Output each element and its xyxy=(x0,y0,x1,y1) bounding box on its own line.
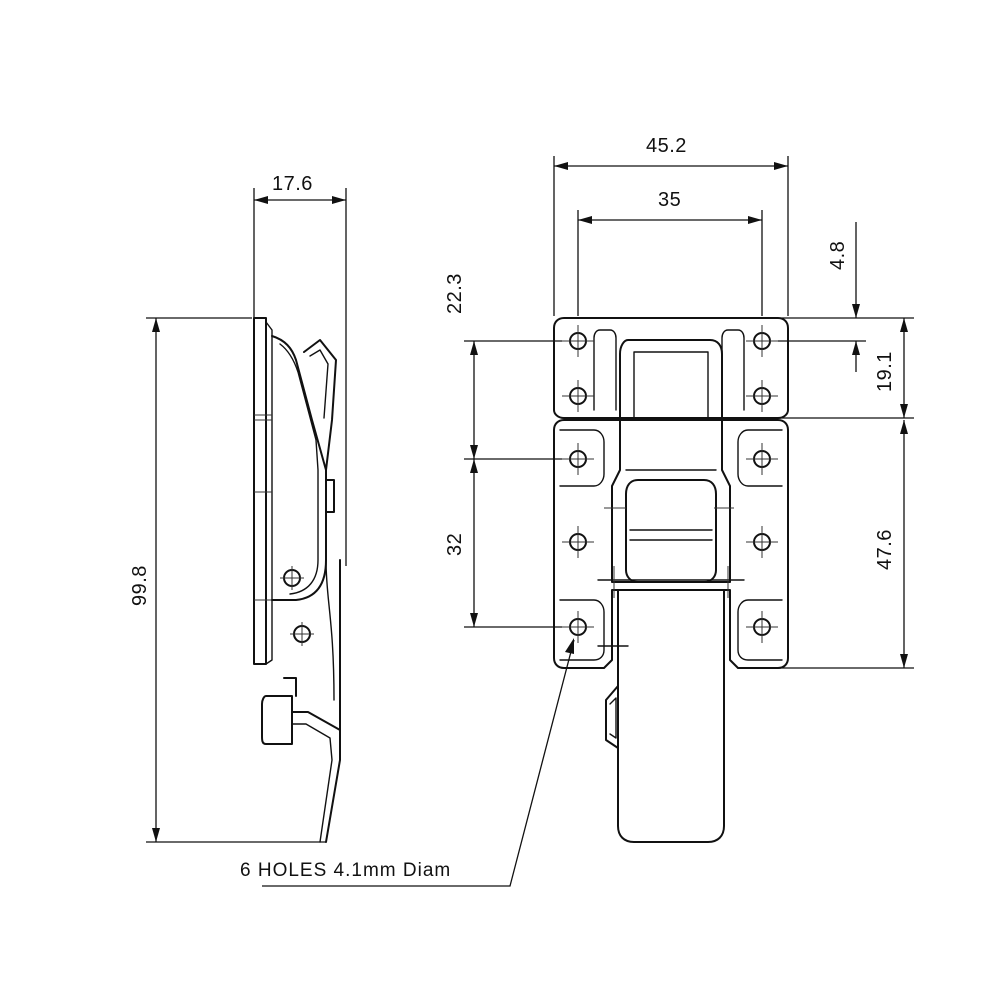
label-lower-plate-height: 47.6 xyxy=(874,529,896,570)
arrow-left xyxy=(254,196,268,204)
callout-arrow xyxy=(565,638,574,654)
arrow-top xyxy=(470,341,478,355)
arrow-top xyxy=(900,420,908,434)
label-total-width: 45.2 xyxy=(646,135,687,157)
side-hook-tip xyxy=(303,339,337,471)
hole-bottom-left xyxy=(562,611,594,643)
label-overall-height: 99.8 xyxy=(129,565,151,606)
arrow-mid-up xyxy=(470,445,478,459)
dimension-side-width: 17.6 xyxy=(253,173,347,566)
arrow-bottom xyxy=(470,613,478,627)
dimension-total-width: 45.2 xyxy=(553,135,789,316)
strap-catch xyxy=(605,685,619,749)
side-strap xyxy=(291,711,341,843)
upper-left-slot xyxy=(593,329,617,411)
dimension-top-margin: 4.8 xyxy=(827,222,860,372)
hook-crossbar xyxy=(625,417,717,471)
arrow-left xyxy=(578,216,592,224)
roller xyxy=(625,479,717,583)
label-top-margin: 4.8 xyxy=(827,241,849,270)
arrow-right xyxy=(774,162,788,170)
side-plate-inner-line xyxy=(265,321,273,665)
side-lever-inner xyxy=(279,343,319,595)
dimension-upper-plate-height: 19.1 xyxy=(778,317,914,419)
label-top-hole-offset: 22.3 xyxy=(444,273,466,314)
bottom-right-tab-outline xyxy=(737,599,783,661)
upper-plate xyxy=(553,317,789,419)
side-view xyxy=(253,317,341,843)
hole-bottom-right xyxy=(746,611,778,643)
arrow-top xyxy=(152,318,160,332)
label-upper-plate-height: 19.1 xyxy=(874,351,896,392)
bottom-left-tab-outline xyxy=(559,599,605,661)
holes-callout-text: 6 HOLES 4.1mm Diam xyxy=(240,860,451,881)
hole-upper-right-2 xyxy=(746,380,778,412)
label-hole-spacing-width: 35 xyxy=(658,189,681,211)
side-catch-block xyxy=(325,479,335,513)
callout-leader xyxy=(262,639,575,887)
dimension-overall-height: 99.8 xyxy=(129,317,326,843)
strap-catch-inner xyxy=(609,697,617,739)
arrow-bottom xyxy=(900,404,908,418)
holes-callout: 6 HOLES 4.1mm Diam xyxy=(240,638,575,887)
hole-mid-right xyxy=(746,443,778,475)
roller-lines xyxy=(629,529,713,541)
arrow-bottom xyxy=(900,654,908,668)
upper-right-slot xyxy=(721,329,745,411)
hole-mid-left xyxy=(562,443,594,475)
side-mount-centerline xyxy=(290,622,314,646)
lower-left-tab-outline xyxy=(559,429,605,487)
arrow-up xyxy=(852,341,860,355)
side-plate-joints xyxy=(254,414,272,601)
front-view xyxy=(553,317,789,843)
hole-top-left xyxy=(562,325,594,357)
mounting-holes xyxy=(562,325,778,643)
label-side-width: 17.6 xyxy=(272,173,313,195)
lower-right-tab-outline xyxy=(737,429,783,487)
arrow-down xyxy=(852,304,860,318)
side-strap-inner xyxy=(291,723,333,843)
hook-inner-channel xyxy=(633,351,709,419)
hook-body xyxy=(611,339,731,583)
side-lower-shape xyxy=(325,559,335,701)
arrow-left xyxy=(554,162,568,170)
arrow-bottom xyxy=(152,828,160,842)
side-hook-inner xyxy=(309,349,329,419)
dimension-hole-spacing-width: 35 xyxy=(577,189,763,316)
dimension-top-hole-offset: 22.3 xyxy=(444,273,466,314)
arrow-right xyxy=(748,216,762,224)
strap xyxy=(617,589,725,843)
side-pivot-centerline xyxy=(280,566,304,590)
arrow-top xyxy=(900,318,908,332)
side-latch-tab xyxy=(283,677,297,697)
lower-plate xyxy=(553,419,789,669)
hole-top-right xyxy=(746,325,778,357)
hole-center-left xyxy=(562,526,594,558)
label-hole-spacing-vertical: 32 xyxy=(444,533,466,556)
pivot-axle xyxy=(597,485,745,583)
hole-center-right xyxy=(746,526,778,558)
side-base-plate xyxy=(253,317,267,665)
side-latch-head xyxy=(261,695,293,745)
dimension-hole-spacing-vertical: 32 xyxy=(444,340,562,628)
pivot-centerlines xyxy=(604,507,734,598)
arrow-right xyxy=(332,196,346,204)
arrow-mid-down xyxy=(470,459,478,473)
hole-upper-left-2 xyxy=(562,380,594,412)
dimension-lower-plate-height: 47.6 xyxy=(778,420,914,669)
